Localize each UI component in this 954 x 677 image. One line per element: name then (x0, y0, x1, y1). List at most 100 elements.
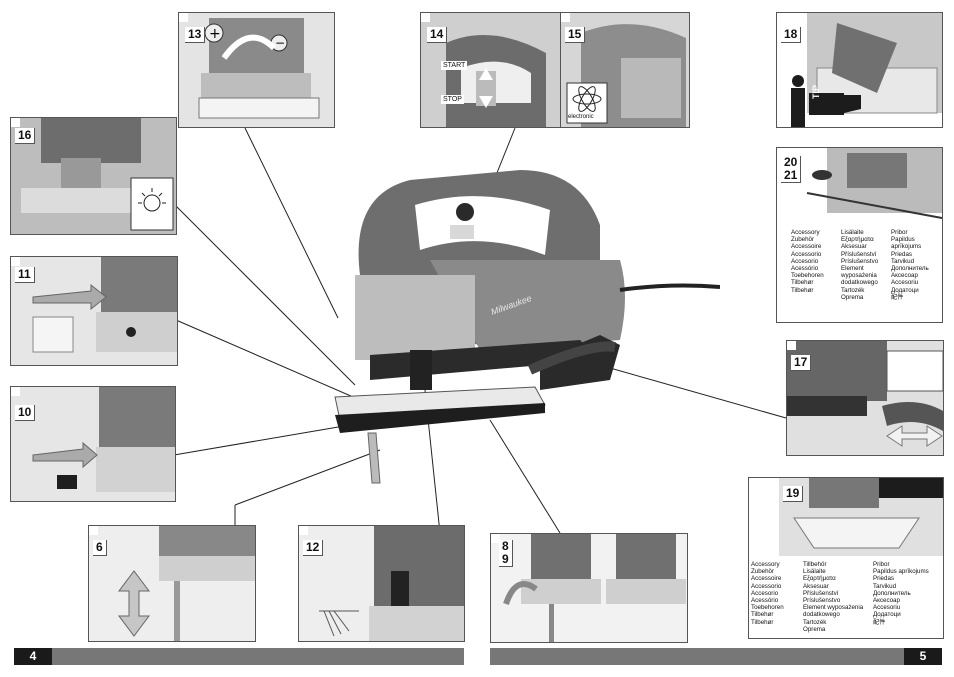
tip-label: TIP (811, 84, 821, 99)
table-cell: Дополнитель (891, 265, 929, 273)
table-cell: Priedas (891, 250, 912, 258)
figure-number: 9 (499, 553, 513, 567)
table-cell: Oprema (803, 625, 826, 633)
table-cell: Tilbehør (751, 618, 774, 626)
table-cell: Tarvikud (873, 582, 897, 590)
blade-insert-image (89, 526, 255, 641)
table-cell: Accessorio (791, 250, 822, 258)
table-cell: Príslušenstvo (803, 597, 841, 605)
pendulum-image (299, 526, 464, 641)
table-cell: Priedas (873, 575, 894, 583)
table-cell: Príslušenstvo (841, 257, 879, 265)
figure-number: 16 (15, 128, 36, 144)
table-cell: Accesorio (791, 257, 819, 265)
figure-number: 17 (791, 355, 812, 371)
table-cell: Pribor (873, 561, 890, 568)
table-cell: Zubehör (751, 568, 775, 576)
blade-change-image (491, 534, 687, 642)
table-cell: Toebehoren (751, 604, 784, 612)
table-cell: Accessory (791, 229, 820, 236)
table-cell: Аксесоар (891, 272, 918, 280)
table-cell: Acessório (791, 265, 819, 273)
figure-number: 18 (781, 27, 802, 43)
figure-number: 21 (781, 169, 802, 183)
figure-16: 16 (10, 117, 177, 235)
table-cell: Tartozék (803, 618, 827, 626)
table-cell: Додатоци (873, 611, 901, 619)
switch-image (421, 13, 561, 127)
page-number-left: 4 (14, 648, 52, 665)
table-cell: Εξαρτήματα (803, 575, 836, 583)
figure-13: + − 13 (178, 12, 335, 128)
table-cell: 配件 (891, 293, 904, 301)
figure-12: 12 (298, 525, 465, 642)
footer-bar-left (52, 648, 464, 665)
start-label: START (441, 61, 468, 70)
figure-8-9: 8 9 (490, 533, 688, 643)
table-cell: Příslušenství (841, 250, 877, 258)
table-cell: Lisälaite (803, 568, 826, 576)
table-cell: Tillbehör (803, 561, 827, 568)
table-cell: Aksesuar (841, 243, 867, 251)
table-cell: Toebehoren (791, 272, 824, 280)
bevel-image (779, 478, 943, 556)
figure-17: 17 (786, 340, 944, 456)
electronic-label: electronic (568, 114, 594, 121)
table-cell: Accessoire (791, 243, 822, 251)
table-cell: Accesoriu (873, 604, 901, 612)
figure-18: 18 TIP (776, 12, 943, 128)
stop-label: STOP (441, 95, 464, 104)
figure-19: 19 Accessory Zubehör Accessoire Accessor… (748, 477, 944, 639)
table-cell: Papildus aprīkojums (891, 236, 922, 251)
table-cell: Tartozék (841, 286, 865, 294)
figure-6: 6 (88, 525, 256, 642)
svg-text:+: + (209, 26, 221, 42)
guide-image (806, 148, 942, 219)
figure-number: 13 (185, 27, 206, 43)
table-cell: Oprema (841, 293, 864, 301)
figure-11: 11 (10, 256, 178, 366)
table-cell: Papildus aprīkojums (873, 568, 929, 576)
accessory-table-lower: Accessory Zubehör Accessoire Accessorio … (749, 558, 943, 638)
table-cell: Příslušenství (803, 589, 839, 597)
table-cell: Εξαρτήματα (841, 236, 874, 244)
table-cell: Aksesuar (803, 582, 829, 590)
table-cell: Accesoriu (891, 279, 919, 287)
figure-number: 10 (15, 405, 36, 421)
figure-number: 19 (783, 486, 804, 502)
table-cell: 配件 (873, 618, 886, 626)
electronic-image (561, 13, 689, 127)
table-cell: Tarvikud (891, 257, 915, 265)
figure-number: 14 (427, 27, 448, 43)
blade-guard-image (11, 257, 177, 365)
accessory-table: Accessory Zubehör Accessoire Accessorio … (789, 226, 939, 318)
table-cell: Tilbehør (791, 286, 814, 294)
light-image (11, 118, 176, 234)
table-cell: Додатоци (891, 286, 919, 294)
table-cell: Accessoire (751, 575, 782, 583)
figure-20-21: 20 21 Accessory Zubehör Accessoire Acces… (776, 147, 943, 323)
page-number-right: 5 (904, 648, 942, 665)
table-cell: Tilbehør (751, 611, 774, 619)
svg-text:−: − (275, 36, 285, 50)
figure-14: 14 START STOP (420, 12, 562, 128)
jigsaw-illustration (334, 170, 720, 484)
table-cell: Pribor (891, 229, 908, 236)
table-cell: Accessory (751, 561, 780, 568)
figure-number: 12 (303, 540, 324, 556)
figure-number: 15 (565, 27, 586, 43)
dust-extraction-image (787, 341, 943, 455)
table-cell: Lisälaite (841, 229, 864, 236)
table-cell: Element wyposażenia dodatkowego (841, 265, 878, 287)
figure-number: 6 (93, 540, 107, 556)
table-cell: Дополнитель (873, 589, 911, 597)
chip-deflector-image (11, 387, 175, 501)
tip-image (791, 13, 942, 127)
table-cell: Acessório (751, 597, 779, 605)
figure-15: 15 electronic (560, 12, 690, 128)
table-cell: Zubehör (791, 236, 815, 244)
table-cell: Аксесоар (873, 597, 900, 605)
footer-bar-right (490, 648, 904, 665)
table-cell: Accesorio (751, 589, 779, 597)
